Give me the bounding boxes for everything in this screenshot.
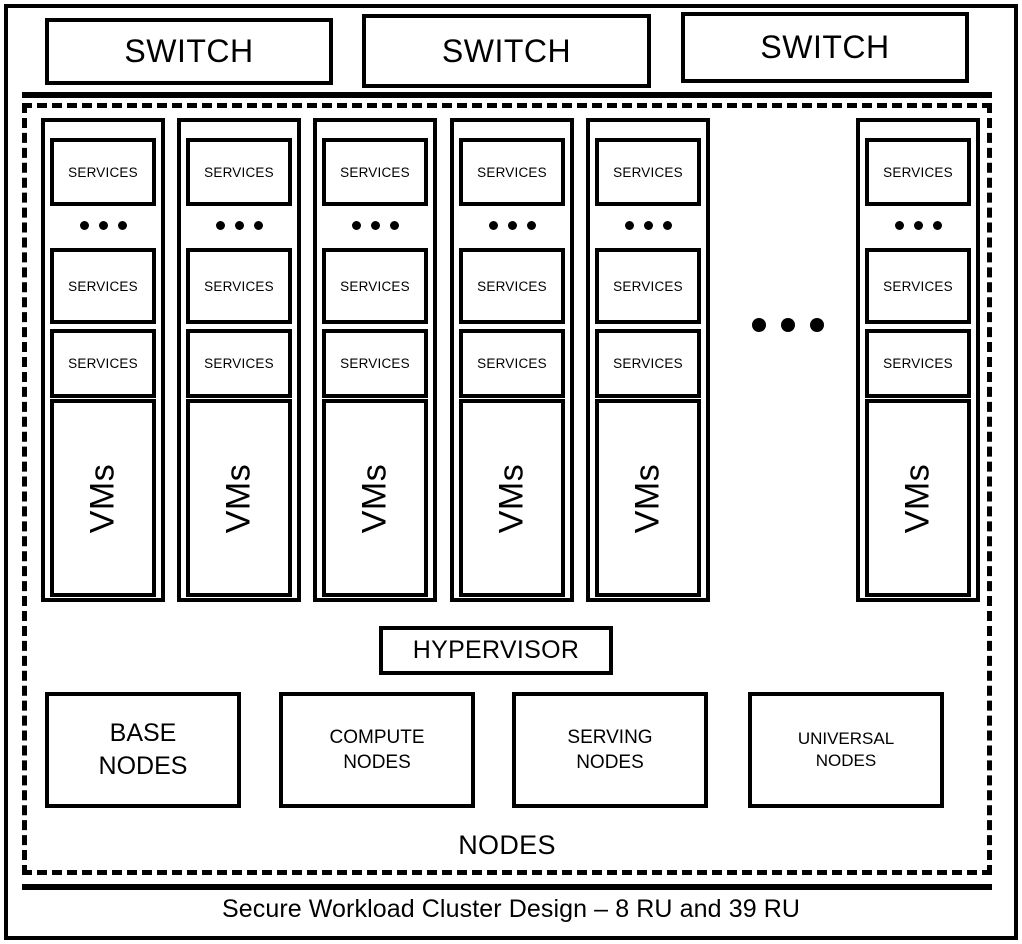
node-column-3[interactable]: SERVICES SERVICES SERVICES VMs — [313, 118, 437, 602]
caption-divider-rule — [22, 884, 992, 890]
diagram-caption: Secure Workload Cluster Design – 8 RU an… — [221, 895, 801, 923]
hypervisor-label: HYPERVISOR — [412, 636, 580, 664]
universal-nodes-box[interactable]: UNIVERSAL NODES — [748, 692, 944, 808]
services-label: SERVICES — [204, 356, 274, 371]
node-column-6[interactable]: SERVICES SERVICES SERVICES VMs — [856, 118, 980, 602]
universal-nodes-label-line1: UNIVERSAL — [797, 728, 895, 748]
diagram-outer-frame — [4, 4, 1018, 940]
compute-nodes-label-line2: NODES — [343, 752, 411, 773]
vms-label: VMs — [898, 463, 937, 533]
services-box[interactable]: SERVICES — [50, 248, 156, 324]
universal-nodes-label-line2: NODES — [815, 751, 877, 770]
services-label: SERVICES — [204, 278, 274, 294]
services-label: SERVICES — [340, 164, 410, 180]
vertical-ellipsis-icon — [454, 212, 570, 238]
switch-label: SWITCH — [441, 32, 572, 69]
base-nodes-label-line2: NODES — [98, 752, 188, 780]
vms-box[interactable]: VMs — [459, 399, 565, 597]
switch-box-1[interactable]: SWITCH — [45, 18, 333, 85]
hypervisor-box[interactable]: HYPERVISOR — [379, 626, 613, 675]
vms-label: VMs — [83, 463, 122, 533]
switch-label: SWITCH — [760, 29, 890, 65]
services-box[interactable]: SERVICES — [322, 329, 428, 398]
services-label: SERVICES — [477, 356, 547, 371]
node-column-5[interactable]: SERVICES SERVICES SERVICES VMs — [586, 118, 710, 602]
vertical-ellipsis-icon — [317, 212, 433, 238]
services-box[interactable]: SERVICES — [186, 138, 292, 206]
base-nodes-label-line1: BASE — [109, 719, 177, 747]
services-box[interactable]: SERVICES — [865, 248, 971, 324]
services-box[interactable]: SERVICES — [595, 329, 701, 398]
services-box[interactable]: SERVICES — [322, 138, 428, 206]
services-box[interactable]: SERVICES — [595, 248, 701, 324]
node-column-2[interactable]: SERVICES SERVICES SERVICES VMs — [177, 118, 301, 602]
vms-box[interactable]: VMs — [186, 399, 292, 597]
services-box[interactable]: SERVICES — [50, 329, 156, 398]
switch-box-2[interactable]: SWITCH — [362, 14, 651, 88]
serving-nodes-box[interactable]: SERVING NODES — [512, 692, 708, 808]
services-box[interactable]: SERVICES — [459, 138, 565, 206]
horizontal-ellipsis-icon — [752, 312, 824, 338]
vms-box[interactable]: VMs — [50, 399, 156, 597]
switch-divider-rule — [22, 92, 992, 98]
services-label: SERVICES — [68, 278, 138, 294]
services-label: SERVICES — [477, 278, 547, 294]
vms-box[interactable]: VMs — [322, 399, 428, 597]
node-column-1[interactable]: SERVICES SERVICES SERVICES VMs — [41, 118, 165, 602]
cluster-dashed-boundary — [22, 103, 992, 875]
nodes-region-label: NODES — [458, 830, 556, 860]
services-box[interactable]: SERVICES — [186, 329, 292, 398]
services-box[interactable]: SERVICES — [595, 138, 701, 206]
vertical-ellipsis-icon — [590, 212, 706, 238]
services-label: SERVICES — [883, 278, 953, 294]
serving-nodes-label-line2: NODES — [576, 752, 644, 773]
vertical-ellipsis-icon — [45, 212, 161, 238]
services-label: SERVICES — [613, 278, 683, 294]
services-label: SERVICES — [883, 356, 953, 371]
services-box[interactable]: SERVICES — [865, 329, 971, 398]
vms-box[interactable]: VMs — [865, 399, 971, 597]
services-label: SERVICES — [883, 164, 953, 180]
services-box[interactable]: SERVICES — [322, 248, 428, 324]
services-label: SERVICES — [204, 164, 274, 180]
node-column-4[interactable]: SERVICES SERVICES SERVICES VMs — [450, 118, 574, 602]
serving-nodes-label-line1: SERVING — [567, 726, 653, 748]
vms-label: VMs — [492, 463, 531, 533]
services-label: SERVICES — [68, 356, 138, 371]
compute-nodes-label-line1: COMPUTE — [329, 726, 425, 748]
base-nodes-box[interactable]: BASE NODES — [45, 692, 241, 808]
services-label: SERVICES — [613, 356, 683, 371]
services-label: SERVICES — [613, 164, 683, 180]
vertical-ellipsis-icon — [181, 212, 297, 238]
vms-label: VMs — [355, 463, 394, 533]
services-label: SERVICES — [477, 164, 547, 180]
services-box[interactable]: SERVICES — [50, 138, 156, 206]
vms-label: VMs — [628, 463, 667, 533]
switch-box-3[interactable]: SWITCH — [681, 12, 969, 83]
vms-label: VMs — [219, 463, 258, 533]
services-label: SERVICES — [340, 278, 410, 294]
services-box[interactable]: SERVICES — [459, 248, 565, 324]
services-box[interactable]: SERVICES — [186, 248, 292, 324]
services-label: SERVICES — [340, 356, 410, 371]
compute-nodes-box[interactable]: COMPUTE NODES — [279, 692, 475, 808]
vertical-ellipsis-icon — [860, 212, 976, 238]
services-box[interactable]: SERVICES — [459, 329, 565, 398]
services-label: SERVICES — [68, 164, 138, 180]
services-box[interactable]: SERVICES — [865, 138, 971, 206]
vms-box[interactable]: VMs — [595, 399, 701, 597]
switch-label: SWITCH — [124, 33, 254, 69]
